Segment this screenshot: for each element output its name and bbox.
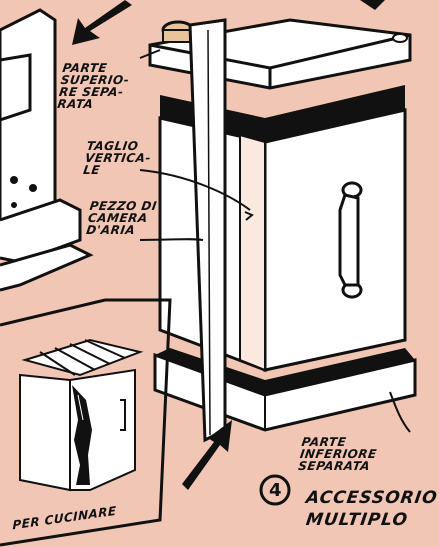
label-inner-tube: PEZZO DI CAMERA D'ARIA	[85, 200, 157, 236]
figure-number: 4	[269, 480, 282, 501]
label-top-part: PARTE SUPERIO- RE SEPA- RATA	[57, 62, 132, 110]
handle	[340, 183, 361, 297]
left-object	[0, 10, 90, 290]
title-line-1: ACCESSORIO	[305, 490, 439, 507]
title-line-2: MULTIPLO	[305, 512, 409, 529]
label-vertical-cut: TAGLIO VERTICA- LE	[82, 140, 153, 176]
label-bottom-part: PARTE INFERIORE SEPARATA	[297, 436, 379, 472]
main-can	[150, 20, 415, 440]
